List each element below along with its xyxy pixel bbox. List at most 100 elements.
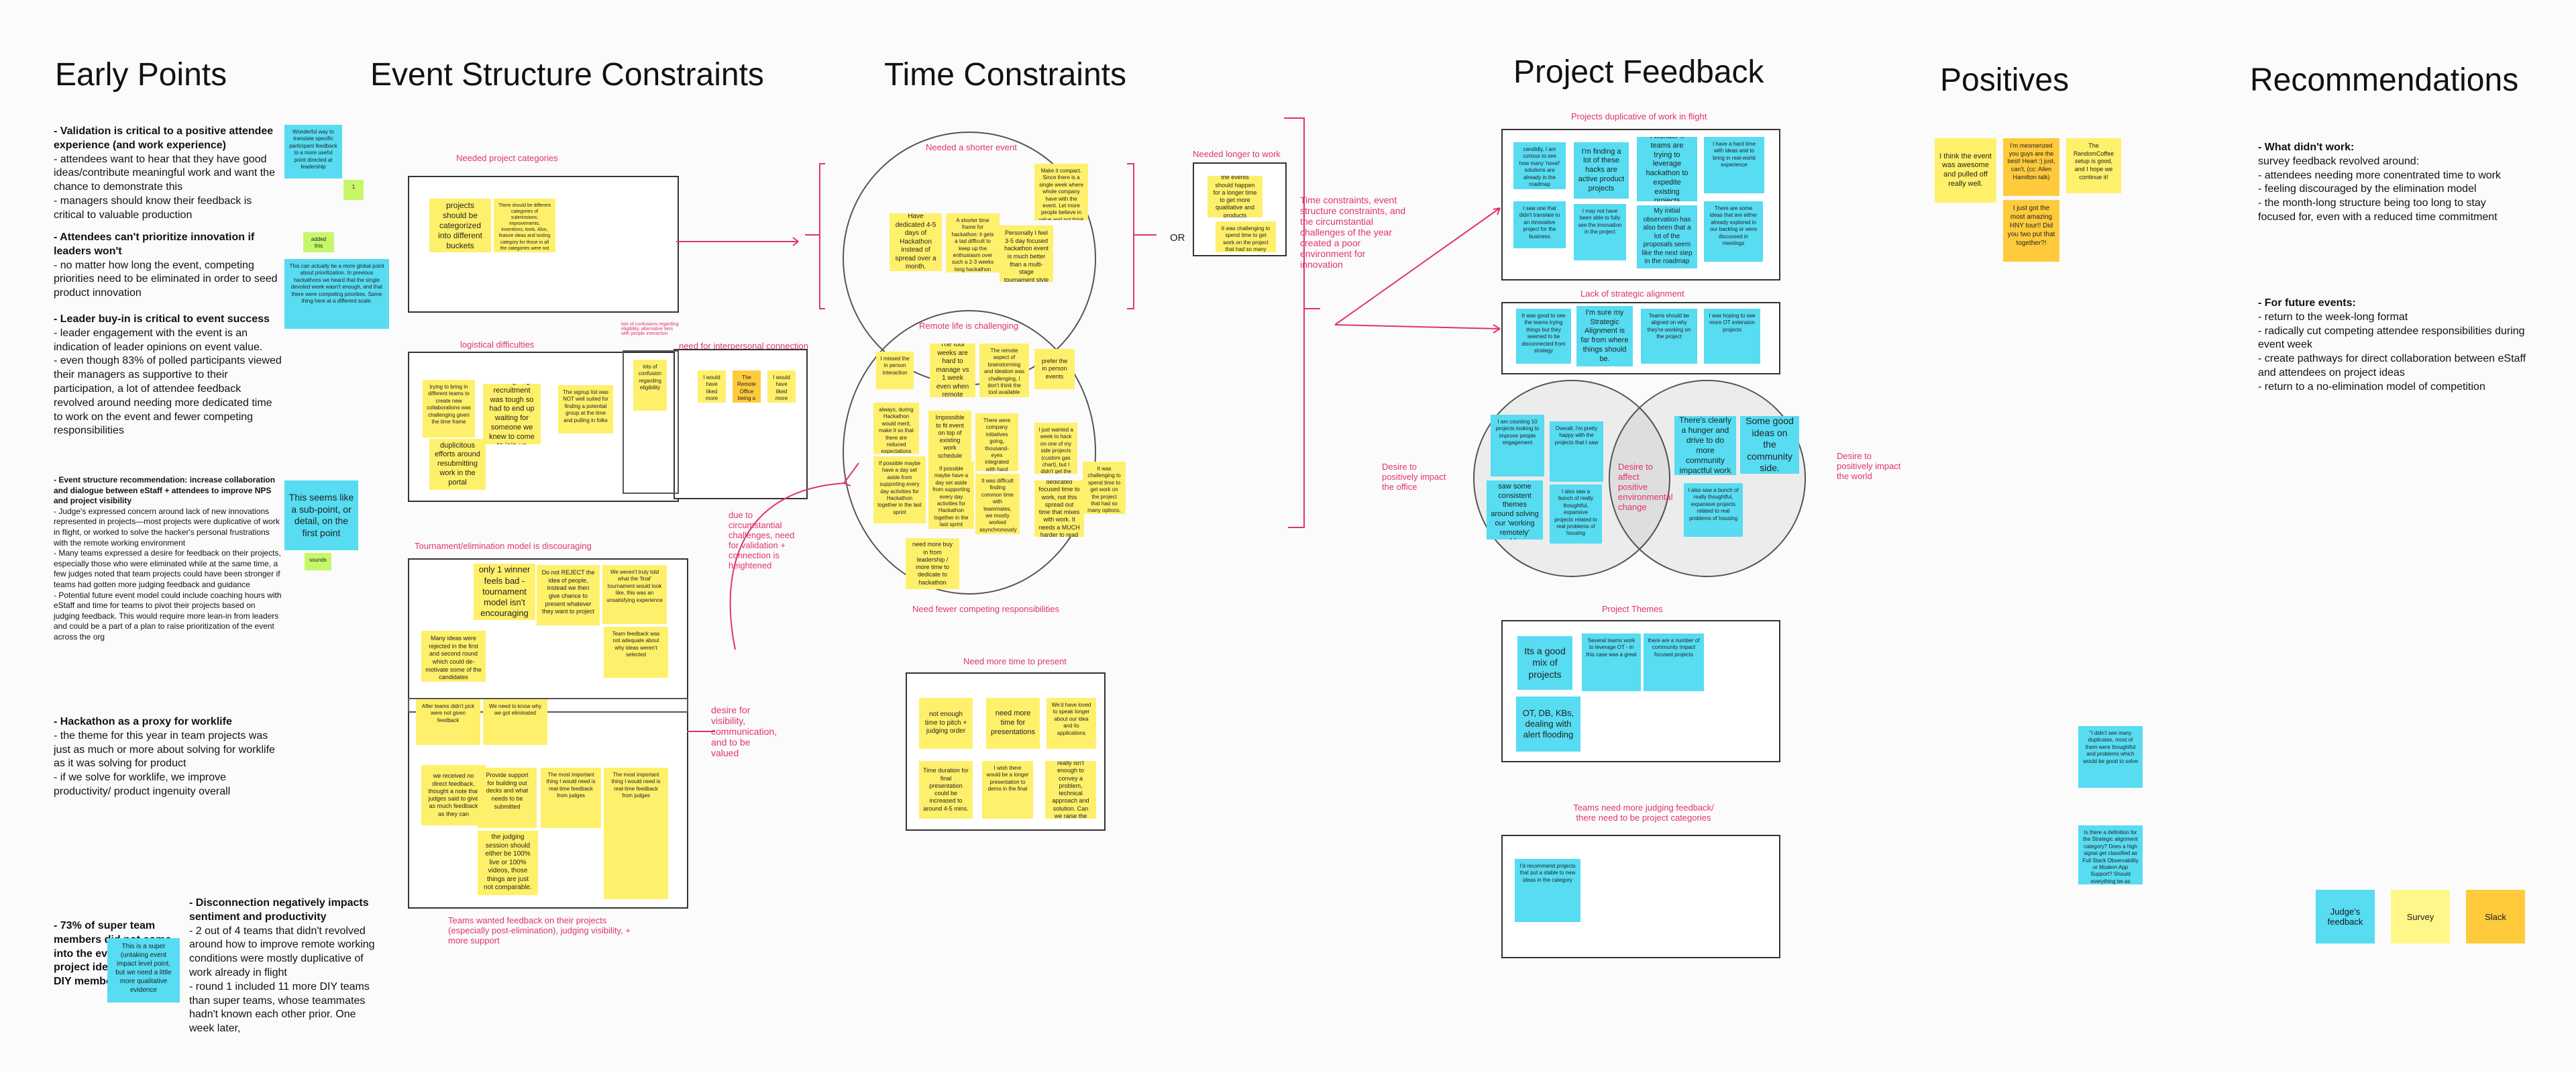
sticky-note[interactable]: Not signing recruitment was tough so had… bbox=[483, 384, 541, 444]
sticky-note[interactable]: The remote aspect of brainstorming and i… bbox=[979, 344, 1029, 397]
sticky-note[interactable]: There were company initiatives going, th… bbox=[975, 413, 1018, 471]
sticky-note[interactable]: Do not REJECT the idea of people, instea… bbox=[537, 565, 600, 625]
bracket-feedback bbox=[1284, 117, 1305, 528]
sticky-note[interactable]: The four weeks are hard to manage vs 1 w… bbox=[930, 344, 975, 397]
label-needed-project-categories: Needed project categories bbox=[456, 153, 558, 163]
sticky-note[interactable]: 1 bbox=[343, 180, 364, 200]
sticky-note[interactable]: lots of confusion regarding eligibility bbox=[633, 360, 667, 411]
sticky-note[interactable]: Many ideas were rejected in the first an… bbox=[421, 631, 486, 682]
label-teams-wanted-feedback: Teams wanted feedback on their projects … bbox=[448, 915, 631, 946]
arrow-alignment bbox=[1334, 324, 1501, 329]
title-early-points: Early Points bbox=[55, 57, 227, 93]
sticky-note[interactable]: I just wanted a week to hack on one of m… bbox=[1034, 423, 1077, 474]
sticky-note[interactable]: trying to bring in different teams to cr… bbox=[423, 380, 475, 438]
sticky-note[interactable]: need more time for presentations bbox=[986, 698, 1040, 749]
sticky-note[interactable]: Its a good mix of projects bbox=[1517, 636, 1572, 690]
bracket-right-time bbox=[1127, 163, 1134, 309]
early-point-5-body: - the theme for this year in team projec… bbox=[54, 729, 275, 797]
sticky-note[interactable]: duplicitous efforts around resubmitting … bbox=[429, 439, 486, 490]
sticky-note[interactable]: Time duration for final presentation cou… bbox=[919, 761, 973, 819]
sticky-note[interactable]: I'm finding a lot of these hacks are act… bbox=[1574, 142, 1629, 199]
sticky-note[interactable]: always, during Hackathon would merit, ma… bbox=[873, 403, 919, 454]
bracket-left-time bbox=[819, 163, 825, 309]
sticky-note[interactable]: I'd recommend projects that put a stable… bbox=[1515, 859, 1580, 922]
sticky-note[interactable]: I would have liked more interpersonal to… bbox=[698, 370, 726, 403]
sticky-note[interactable]: We weren't truly told what the 'final' t… bbox=[602, 565, 667, 624]
sticky-note[interactable]: The Remote Office being a great thing to… bbox=[733, 370, 761, 403]
sticky-note[interactable]: Have dedicated 4-5 days of Hackathon ins… bbox=[890, 213, 942, 271]
sticky-note[interactable]: My initial observation has also been tha… bbox=[1637, 205, 1697, 268]
sticky-note[interactable]: This seems like a sub-point, or detail, … bbox=[284, 480, 358, 550]
sticky-note[interactable]: There's clearly a hunger and drive to do… bbox=[1674, 416, 1736, 475]
sticky-note[interactable]: Two minutes really isn't enough to conve… bbox=[1045, 761, 1096, 819]
sticky-note[interactable]: the judging session should either be 100… bbox=[478, 831, 538, 895]
sticky-note[interactable]: It was challenging to spend time to get … bbox=[1216, 221, 1276, 252]
sticky-note[interactable]: It was good to see the teams trying thin… bbox=[1516, 309, 1571, 364]
sticky-note[interactable]: I would have liked more face to face com… bbox=[767, 370, 796, 403]
sticky-note[interactable]: If possible maybe have a day set aside f… bbox=[873, 456, 926, 523]
sticky-note[interactable]: I definitely saw some consistent themes … bbox=[1487, 480, 1543, 540]
title-time-constraints: Time Constraints bbox=[884, 57, 1126, 93]
sticky-note[interactable]: We need a dedicated focused time to work… bbox=[1034, 480, 1084, 537]
recommendation-2: - For future events: - return to the wee… bbox=[2258, 297, 2526, 395]
sticky-note[interactable]: OT, DB, KBs, dealing with alert flooding bbox=[1516, 697, 1580, 752]
sticky-note[interactable]: only 1 winner feels bad - tournament mod… bbox=[474, 564, 535, 620]
sticky-note[interactable]: After teams didn't pick were not given f… bbox=[416, 699, 480, 745]
sticky-note[interactable]: not enough time to pitch + judging order bbox=[919, 698, 973, 749]
sticky-note[interactable]: projects should be categorized into diff… bbox=[429, 199, 491, 252]
sticky-note[interactable]: need more buy in from leadership / more … bbox=[906, 538, 959, 589]
sticky-note[interactable]: The most important thing I would need is… bbox=[541, 768, 601, 828]
sticky-note[interactable]: I'm mesmerized you guys are the best! He… bbox=[2003, 138, 2059, 196]
sticky-note[interactable]: prefer the in person events bbox=[1034, 349, 1075, 389]
sticky-note[interactable]: Overall, I'm pretty happy with the proje… bbox=[1550, 421, 1603, 482]
sticky-note[interactable]: Teams should be aligned on why they're w… bbox=[1641, 309, 1697, 364]
sticky-note[interactable]: I have a hard time with ideas and to bri… bbox=[1704, 137, 1764, 193]
sticky-note[interactable]: I just got the most amazing HNY tour!! D… bbox=[2003, 200, 2059, 262]
early-point-7-title: - Disconnection negatively impacts senti… bbox=[189, 897, 369, 923]
sticky-note[interactable]: There are some ideas that are either alr… bbox=[1704, 201, 1763, 262]
sticky-note[interactable]: I also saw a bunch of really thoughtful,… bbox=[1550, 484, 1602, 544]
sticky-note[interactable]: The signup list was NOT well suited for … bbox=[558, 385, 613, 434]
sticky-note[interactable]: Several teams work to leverage OT - in t… bbox=[1582, 633, 1641, 691]
sticky-note[interactable]: A shorter time frame for hackathon: it g… bbox=[946, 213, 1000, 272]
sticky-note[interactable]: I missed the in person interaction bbox=[876, 352, 914, 389]
sticky-note[interactable]: This is a super (untaking event impact l… bbox=[107, 938, 180, 1003]
label-interpersonal-connection: need for interpersonal connection bbox=[679, 341, 808, 351]
sticky-note[interactable]: I may not have been able to fully see th… bbox=[1574, 204, 1626, 260]
sticky-note[interactable]: "I didn't see many duplicates, most of t… bbox=[2078, 726, 2143, 788]
sticky-note[interactable]: If possible maybe have a day set aside f… bbox=[928, 462, 974, 529]
sticky-note[interactable]: I am counting 10 projects looking to imp… bbox=[1491, 415, 1544, 476]
early-point-3-body: - leader engagement with the event is an… bbox=[54, 327, 282, 437]
sticky-note[interactable]: I was hoping to see more OT extension pr… bbox=[1704, 309, 1760, 364]
sticky-note[interactable]: We'd have loved to speak longer about ou… bbox=[1046, 698, 1096, 749]
sticky-note[interactable]: there are a number of community impact f… bbox=[1644, 633, 1704, 691]
sticky-note[interactable]: Impossible to fit event on top of existi… bbox=[928, 411, 971, 463]
sticky-note[interactable]: Provide support for building out decks a… bbox=[478, 768, 537, 828]
sticky-note[interactable]: sounds bbox=[305, 553, 331, 570]
sticky-note[interactable]: Personally I feel 3-5 day focused hackat… bbox=[1000, 225, 1053, 282]
sticky-note[interactable]: I'm sure my Strategic Alignment is far f… bbox=[1576, 306, 1633, 366]
sticky-note[interactable]: I think the event was awesome and pulled… bbox=[1935, 138, 1996, 203]
sticky-note[interactable]: This can actually be a more global point… bbox=[284, 259, 389, 329]
sticky-note[interactable]: Some good ideas on the community side. bbox=[1740, 416, 1799, 474]
sticky-note[interactable]: I wish there would be a longer presentat… bbox=[982, 761, 1033, 819]
sticky-note[interactable]: Make it compact. Since there is a single… bbox=[1034, 164, 1088, 220]
sticky-note[interactable]: added this bbox=[303, 232, 334, 252]
sticky-note[interactable]: we received no direct feedback, thought … bbox=[421, 765, 486, 825]
sticky-note[interactable]: It was difficult finding common time wit… bbox=[975, 474, 1020, 534]
sticky-note[interactable]: The RandomCoffee setup is good, and I ho… bbox=[2066, 138, 2121, 193]
early-point-4-body: - Judge's expressed concern around lack … bbox=[54, 506, 282, 642]
sticky-note[interactable]: We need to know why we got eliminated bbox=[483, 699, 547, 745]
sticky-note[interactable]: I saw one that didn't translate to an in… bbox=[1513, 201, 1566, 248]
sticky-note[interactable]: I wonder if teams are trying to leverage… bbox=[1637, 137, 1697, 201]
sticky-note[interactable]: The most important thing I would need is… bbox=[604, 768, 668, 899]
sticky-note[interactable]: There should be different categories of … bbox=[494, 199, 555, 252]
sticky-note[interactable]: Wonderful way to translate specific part… bbox=[284, 125, 342, 178]
sticky-note[interactable]: candidly, I am curious to see how many '… bbox=[1513, 142, 1566, 189]
sticky-note[interactable]: the events should happen for a longer ti… bbox=[1208, 176, 1263, 217]
sticky-note[interactable]: I also saw a bunch of really thoughtful,… bbox=[1684, 483, 1743, 537]
sticky-note[interactable]: Team feedback was not adequate about why… bbox=[604, 627, 668, 678]
sticky-note[interactable]: Is there a definition for the Strategic … bbox=[2078, 825, 2143, 884]
sticky-note[interactable]: It was challenging to spend time to get … bbox=[1083, 462, 1126, 514]
